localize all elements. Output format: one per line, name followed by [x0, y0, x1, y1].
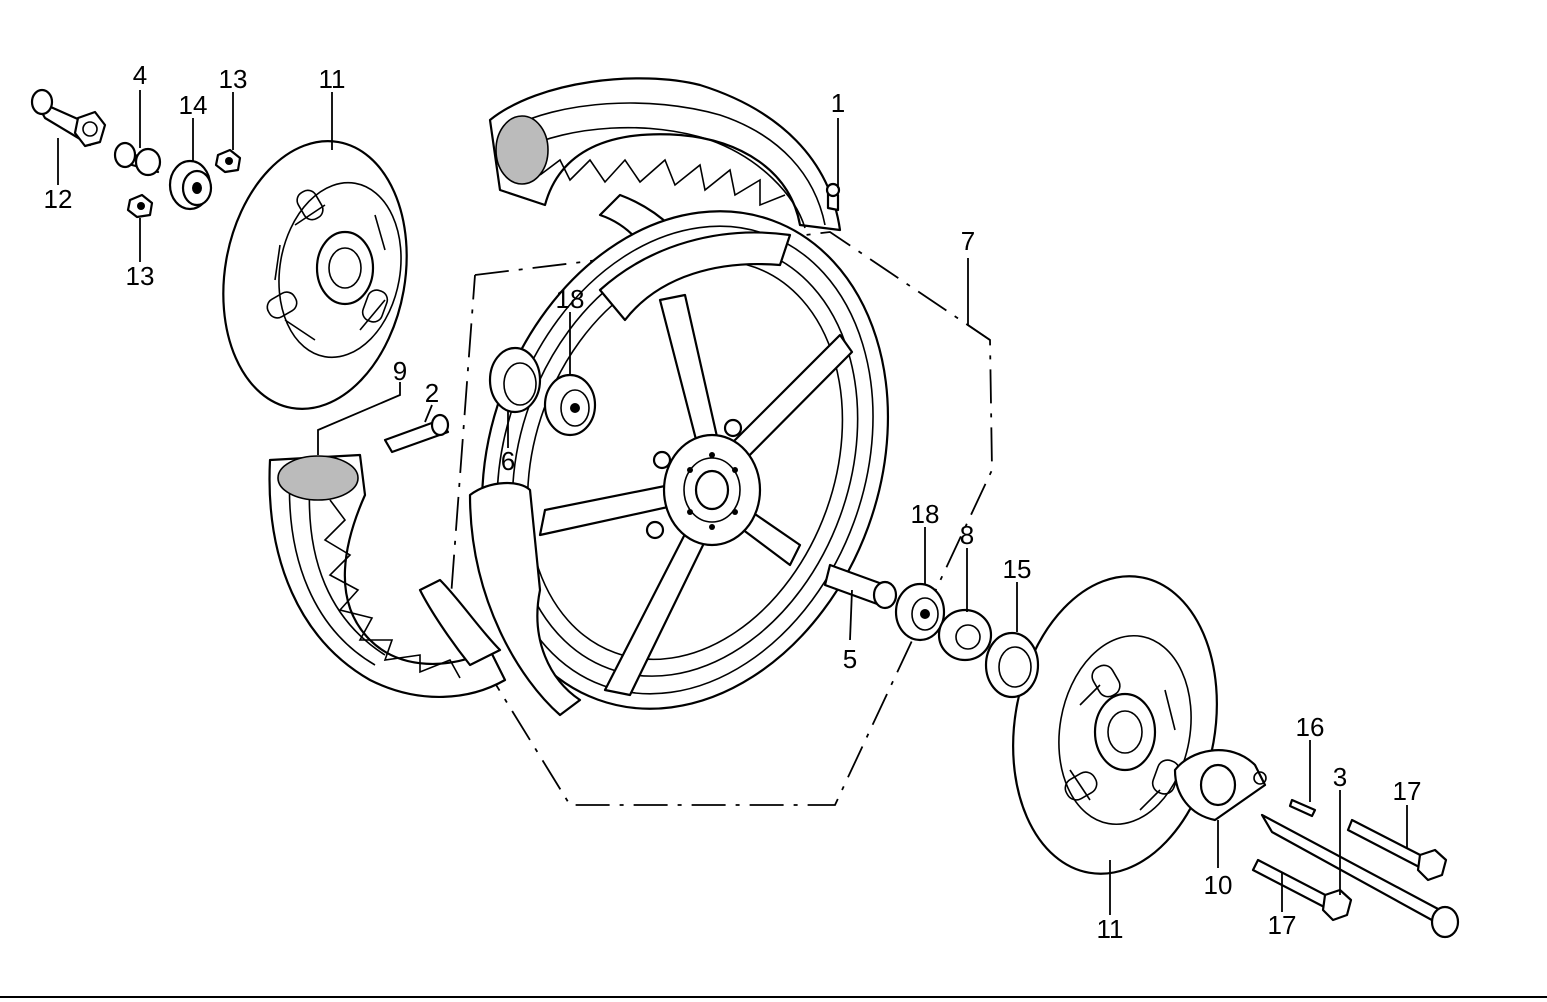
screw-16 — [1288, 798, 1317, 818]
nut-13-upper — [214, 148, 242, 174]
bolt-1 — [825, 182, 841, 212]
leader-lines — [57, 90, 1408, 915]
callout-6: 6 — [501, 446, 515, 476]
callout-18-upper: 18 — [556, 284, 585, 314]
bottom-border-line — [0, 996, 1547, 998]
retainer-8 — [937, 608, 993, 662]
collar-10 — [1173, 749, 1267, 822]
callout-11-right: 11 — [1097, 914, 1124, 944]
spacer-5 — [823, 563, 898, 610]
axle-nut-12 — [30, 88, 107, 148]
callout-13-lower: 13 — [126, 261, 155, 291]
callout-17-upper: 17 — [1393, 776, 1422, 806]
callout-labels: 1 2 3 4 5 6 7 8 9 10 11 11 12 13 13 14 1… — [44, 60, 1422, 944]
dust-seal-6 — [488, 346, 542, 414]
callout-17-lower: 17 — [1268, 910, 1297, 940]
callout-12: 12 — [44, 184, 73, 214]
bolt-17-lower — [1251, 858, 1353, 922]
callout-14: 14 — [179, 90, 208, 120]
dust-seal-15 — [984, 631, 1040, 699]
callout-2: 2 — [425, 378, 439, 408]
callout-9: 9 — [393, 356, 407, 386]
callout-16: 16 — [1296, 712, 1325, 742]
callout-4: 4 — [133, 60, 147, 90]
callout-3: 3 — [1333, 762, 1347, 792]
axle-3 — [1260, 813, 1460, 939]
bolt-17-upper — [1346, 818, 1448, 882]
callout-7: 7 — [961, 226, 975, 256]
callout-18-lower: 18 — [911, 499, 940, 529]
spacer-4 — [113, 141, 162, 177]
cast-wheel-rim — [468, 210, 890, 717]
brake-disc-right — [1012, 575, 1218, 875]
bearing-18-left — [543, 373, 597, 437]
callout-5: 5 — [843, 644, 857, 674]
bearing-18-right — [894, 582, 946, 642]
valve-stem-2 — [383, 413, 450, 454]
nut-13-lower — [126, 193, 154, 219]
bearing-14 — [168, 159, 213, 211]
callout-11-left: 11 — [319, 64, 346, 94]
callout-1: 1 — [831, 88, 845, 118]
callout-15: 15 — [1003, 554, 1032, 584]
tire-lower-section — [268, 453, 507, 699]
callout-8: 8 — [960, 520, 974, 550]
callout-13-upper: 13 — [219, 64, 248, 94]
callout-10: 10 — [1204, 870, 1233, 900]
brake-disc-left — [222, 140, 408, 410]
